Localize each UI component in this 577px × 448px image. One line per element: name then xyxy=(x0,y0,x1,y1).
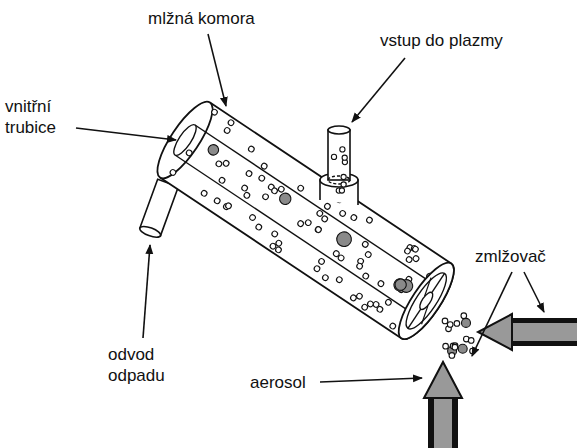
nebulizer xyxy=(424,314,577,448)
droplet xyxy=(364,251,372,259)
droplet xyxy=(297,184,305,192)
droplet xyxy=(321,274,329,282)
droplet xyxy=(447,322,453,328)
leader-arrows xyxy=(76,34,544,382)
droplet xyxy=(245,170,253,178)
droplet xyxy=(350,214,358,222)
droplet xyxy=(404,247,412,255)
droplet xyxy=(405,256,413,264)
spray-chamber xyxy=(148,95,462,346)
droplet xyxy=(321,215,329,223)
droplet xyxy=(227,119,235,127)
droplet xyxy=(335,276,343,284)
droplet xyxy=(356,292,364,300)
droplet xyxy=(356,262,364,270)
droplet xyxy=(318,258,326,266)
droplet xyxy=(185,149,193,157)
droplet xyxy=(362,272,370,280)
droplet xyxy=(249,214,257,222)
droplet xyxy=(332,250,340,258)
droplet xyxy=(454,321,460,327)
plasma-outlet xyxy=(320,126,358,205)
droplet xyxy=(275,246,283,254)
droplet xyxy=(222,159,230,167)
droplet xyxy=(297,220,305,228)
droplet xyxy=(367,300,375,308)
droplet xyxy=(350,294,358,302)
droplet xyxy=(342,155,347,160)
droplet xyxy=(225,202,233,210)
droplet xyxy=(377,280,385,288)
droplet xyxy=(339,210,347,218)
droplet xyxy=(339,188,344,193)
part-label: odvod odpadu xyxy=(108,344,188,386)
droplet xyxy=(314,226,322,234)
droplet xyxy=(169,169,177,177)
droplet xyxy=(206,143,221,158)
part-label: vnitřní trubice xyxy=(5,96,77,138)
droplet xyxy=(223,127,231,135)
droplet xyxy=(341,174,346,179)
droplet xyxy=(331,154,336,159)
droplet xyxy=(452,344,458,350)
droplet xyxy=(247,145,255,153)
droplet xyxy=(277,185,285,193)
droplet xyxy=(389,322,397,330)
droplet xyxy=(324,202,332,210)
droplet xyxy=(361,240,369,248)
droplet xyxy=(443,343,449,349)
droplet xyxy=(462,318,471,327)
droplet xyxy=(271,187,279,195)
droplet xyxy=(215,160,223,168)
droplet xyxy=(468,338,474,344)
droplet xyxy=(200,189,208,197)
droplet xyxy=(258,174,266,182)
droplet xyxy=(304,219,312,227)
part-label: aerosol xyxy=(250,372,340,393)
droplet xyxy=(341,182,346,187)
droplet xyxy=(366,216,374,224)
droplet xyxy=(461,313,467,319)
droplet xyxy=(334,229,354,249)
droplet xyxy=(262,193,270,201)
droplet xyxy=(340,147,345,152)
droplet xyxy=(442,318,448,324)
droplet xyxy=(412,245,420,253)
droplet xyxy=(277,191,293,207)
droplet xyxy=(458,344,467,353)
part-label: zmlžovač xyxy=(475,246,575,267)
droplet xyxy=(313,265,321,273)
droplet xyxy=(385,298,393,306)
droplet xyxy=(218,176,226,184)
droplet xyxy=(449,353,455,359)
end-wheel xyxy=(390,256,463,346)
droplet xyxy=(315,226,323,234)
part-label: vstup do plazmy xyxy=(380,30,570,51)
waste-drain xyxy=(139,179,179,239)
droplet xyxy=(255,223,263,231)
droplet xyxy=(271,230,279,238)
droplet xyxy=(393,277,409,293)
droplet xyxy=(213,197,221,205)
droplet xyxy=(211,108,219,116)
part-label: mlžná komora xyxy=(148,8,288,29)
droplet xyxy=(241,184,249,192)
droplet xyxy=(316,210,324,218)
droplet xyxy=(412,255,420,263)
droplet xyxy=(243,191,251,199)
droplet xyxy=(260,162,268,170)
